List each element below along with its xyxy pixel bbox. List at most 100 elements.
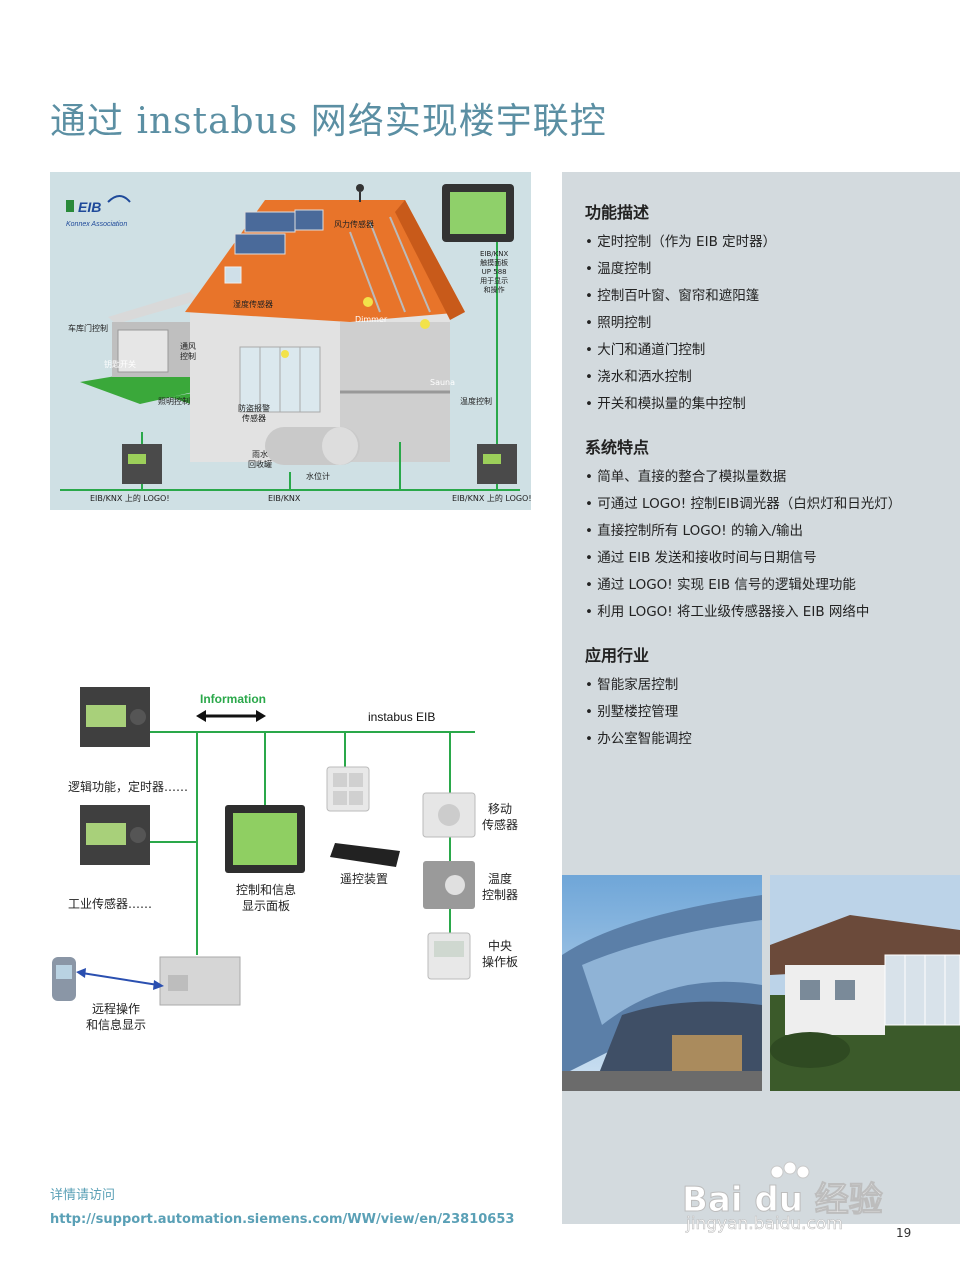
label-burglar-line1: 防盗报警 <box>238 404 270 413</box>
remote-control-device <box>330 843 400 867</box>
label-motion-line1: 移动 <box>487 802 512 816</box>
characteristics-item-text: 可通过 LOGO! 控制EIB调光器（白炽灯和日光灯） <box>597 496 902 512</box>
bus-lines <box>150 731 475 955</box>
wall-switch-device <box>326 766 370 812</box>
network-diagram: Information instabus EIB <box>52 687 476 1006</box>
characteristics-item: • 通过 EIB 发送和接收时间与日期信号 <box>585 550 817 566</box>
label-motion-line2: 传感器 <box>481 818 518 832</box>
remote-link-arrow <box>76 968 164 990</box>
temperature-controller-device <box>423 861 475 909</box>
features-item: • 开关和模拟量的集中控制 <box>585 396 746 412</box>
label-rain-tank: 雨水 回收罐 <box>248 450 272 470</box>
characteristics-heading: 系统特点 <box>585 438 650 457</box>
label-central-line2: 操作板 <box>481 955 518 969</box>
label-logo-left: EIB/KNX 上的 LOGO! <box>90 494 170 503</box>
characteristics-item-text: 通过 EIB 发送和接收时间与日期信号 <box>597 550 817 566</box>
house-illustration-graphic: EIB Konnex Association <box>60 184 520 491</box>
label-ventilation-line2: 控制 <box>180 352 196 361</box>
label-temp-line1: 温度 <box>487 872 512 886</box>
industries-item: • 智能家居控制 <box>585 677 679 693</box>
label-eib-knx-bus: EIB/KNX <box>268 494 301 503</box>
label-lighting-control: 照明控制 <box>158 397 190 406</box>
label-humidity-sensor: 湿度传感器 <box>233 300 273 309</box>
page-title: 通过 instabus 网络实现楼宇联控 <box>50 101 607 142</box>
characteristics-item-text: 直接控制所有 LOGO! 的输入/输出 <box>597 523 804 539</box>
characteristics-item: • 通过 LOGO! 实现 EIB 信号的逻辑处理功能 <box>585 577 856 593</box>
industries-item-text: 办公室智能调控 <box>597 731 692 747</box>
label-touch-panel-line2: 触摸面板 <box>480 259 509 267</box>
characteristics-item: • 利用 LOGO! 将工业级传感器接入 EIB 网络中 <box>585 604 870 620</box>
label-control-display-panel: 控制和信息 显示面板 <box>228 882 304 914</box>
label-central-panel: 中央 操作板 <box>478 938 522 970</box>
features-item: • 大门和通道门控制 <box>585 342 706 358</box>
label-touch-panel-line3: UP 588 <box>481 268 507 276</box>
label-remote-operation: 远程操作 和信息显示 <box>84 1001 148 1033</box>
features-item: • 控制百叶窗、窗帘和遮阳篷 <box>585 288 760 304</box>
touch-panel-device <box>225 805 305 873</box>
label-ventilation-control: 通风 控制 <box>180 342 196 362</box>
features-item: • 温度控制 <box>585 261 652 277</box>
label-control-panel-line1: 控制和信息 <box>235 883 296 897</box>
house-illustration: EIB Konnex Association 风力传感器 EIB/KNX 触摸面… <box>50 172 531 510</box>
label-motion-sensor: 移动 传感器 <box>478 801 522 833</box>
photo-house-conservatory <box>770 875 960 1091</box>
label-rain-line1: 雨水 <box>252 450 268 459</box>
information-arrow <box>196 710 266 722</box>
label-water-level: 水位计 <box>306 472 330 481</box>
gsm-module-device <box>159 956 241 1006</box>
label-wind-sensor: 风力传感器 <box>334 220 374 229</box>
instabus-eib-label: instabus EIB <box>368 710 435 724</box>
label-temperature-controller: 温度 控制器 <box>478 871 522 903</box>
label-industrial-sensors: 工业传感器…… <box>68 897 153 911</box>
label-logic-functions: 逻辑功能，定时器…… <box>68 780 189 794</box>
features-item-text: 温度控制 <box>597 261 652 277</box>
industries-heading: 应用行业 <box>585 646 650 665</box>
label-temperature-control: 温度控制 <box>460 397 492 406</box>
footer-url-link[interactable]: http://support.automation.siemens.com/WW… <box>50 1212 515 1227</box>
features-item: • 定时控制（作为 EIB 定时器） <box>585 234 777 250</box>
industries-item: • 办公室智能调控 <box>585 731 692 747</box>
page-number: 19 <box>896 1226 912 1240</box>
label-rain-line2: 回收罐 <box>248 460 272 469</box>
label-garage-door-control: 车库门控制 <box>68 324 108 333</box>
label-remote-control: 遥控装置 <box>340 872 389 886</box>
motion-sensor-device <box>422 792 476 838</box>
features-item: • 照明控制 <box>585 315 652 331</box>
features-item-text: 定时控制（作为 EIB 定时器） <box>597 234 777 250</box>
eib-logo-text: EIB <box>78 199 101 215</box>
features-item-text: 照明控制 <box>597 315 652 331</box>
label-remote-op-line1: 远程操作 <box>91 1002 140 1016</box>
characteristics-item: • 可通过 LOGO! 控制EIB调光器（白炽灯和日光灯） <box>585 496 902 512</box>
photo-modern-building-graphic <box>562 875 762 1091</box>
logo-module-bottom <box>80 805 150 865</box>
characteristics-item: • 直接控制所有 LOGO! 的输入/输出 <box>585 523 804 539</box>
industries-item-text: 别墅楼控管理 <box>597 704 679 720</box>
characteristics-item-text: 利用 LOGO! 将工业级传感器接入 EIB 网络中 <box>597 604 870 620</box>
footer-visit-label: 详情请访问 <box>50 1188 116 1203</box>
features-item: • 浇水和洒水控制 <box>585 369 692 385</box>
label-touch-panel-line1: EIB/KNX <box>480 250 509 258</box>
industries-item: • 别墅楼控管理 <box>585 704 679 720</box>
baidu-watermark: Bai du 经验 jingyan.baidu.com <box>682 1158 912 1248</box>
characteristics-item-text: 通过 LOGO! 实现 EIB 信号的逻辑处理功能 <box>597 577 856 593</box>
label-burglar-line2: 传感器 <box>242 414 266 423</box>
characteristics-item: • 简单、直接的整合了模拟量数据 <box>585 469 787 485</box>
label-central-line1: 中央 <box>487 939 512 953</box>
photo-house-conservatory-graphic <box>770 875 960 1091</box>
characteristics-item-text: 简单、直接的整合了模拟量数据 <box>597 469 787 485</box>
label-logo-right: EIB/KNX 上的 LOGO! <box>452 494 531 503</box>
features-item-text: 大门和通道门控制 <box>597 342 706 358</box>
features-item-text: 开关和模拟量的集中控制 <box>597 396 746 412</box>
label-touch-panel-line4: 用于显示 <box>480 277 509 285</box>
label-touch-panel-line5: 和操作 <box>483 286 505 294</box>
label-sauna: Sauna <box>430 378 456 387</box>
mobile-phone-device <box>52 957 76 1001</box>
label-temp-line2: 控制器 <box>481 888 518 902</box>
information-label: Information <box>200 692 266 706</box>
industries-item-text: 智能家居控制 <box>597 677 679 693</box>
konnex-association-text: Konnex Association <box>66 221 127 228</box>
label-dimmer: Dimmer <box>355 315 388 324</box>
label-burglar-sensor: 防盗报警 传感器 <box>238 404 270 424</box>
watermark-site: jingyan.baidu.com <box>686 1214 843 1235</box>
label-remote-op-line2: 和信息显示 <box>85 1018 146 1032</box>
